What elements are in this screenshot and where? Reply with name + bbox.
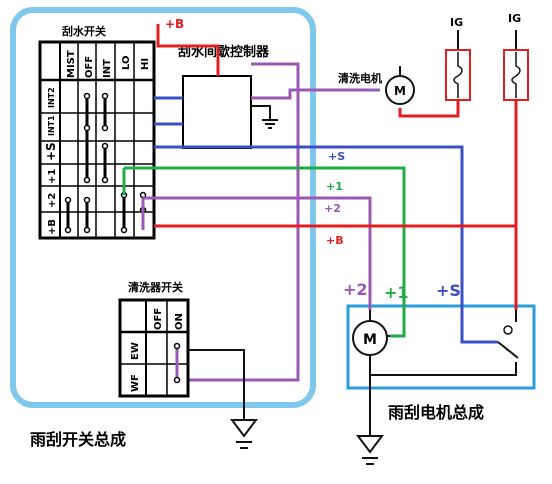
switch-col-lo: LO bbox=[121, 55, 132, 70]
switch-col-off: OFF bbox=[84, 56, 95, 78]
ig-right-label: IG bbox=[508, 12, 521, 25]
wire-washer-ground bbox=[188, 349, 245, 420]
switch-row-s: +S bbox=[44, 142, 58, 161]
wire-label-b: +B bbox=[326, 234, 344, 247]
terminal-label-s: +S bbox=[436, 281, 461, 300]
switch-row-b: +B bbox=[47, 219, 58, 235]
plus-b-top-label: +B bbox=[165, 17, 184, 31]
wire-purple-plus-2 bbox=[143, 196, 372, 310]
washer-motor-letter: M bbox=[394, 84, 406, 98]
washer-ground-icon bbox=[230, 419, 258, 449]
switch-contact-dots bbox=[64, 92, 147, 234]
wire-label-1: +1 bbox=[326, 180, 343, 193]
washer-row-wf: WF bbox=[130, 374, 141, 392]
wiper-switch-matrix: MIST OFF INT LO HI INT2 INT1 +S +1 +2 +B bbox=[38, 40, 156, 240]
wiper-park-switch-cam bbox=[503, 325, 513, 335]
wiper-switch-assembly-title: 雨刮开关总成 bbox=[30, 430, 126, 449]
terminal-label-1: +1 bbox=[384, 283, 409, 302]
wiper-motor-ground-icon bbox=[356, 435, 384, 465]
intermittent-controller-label: 刮水间歇控制器 bbox=[178, 44, 270, 60]
wire-label-2: +2 bbox=[324, 202, 341, 215]
switch-col-hi: HI bbox=[140, 58, 151, 70]
washer-motor-symbol bbox=[385, 75, 415, 105]
washer-switch-label: 清洗器开关 bbox=[128, 280, 183, 294]
wire-label-s: +S bbox=[328, 150, 345, 163]
ig-left-fuse-icon bbox=[453, 52, 463, 98]
washer-switch-matrix: OFF ON EW WF bbox=[118, 298, 190, 398]
switch-row-int1: INT1 bbox=[47, 115, 56, 136]
ig-left-label: IG bbox=[450, 16, 463, 29]
wiper-motor-internal-bus bbox=[369, 355, 517, 376]
washer-motor-label: 清洗电机 bbox=[338, 71, 382, 85]
wiper-motor-assembly-title: 雨刮电机总成 bbox=[388, 403, 484, 422]
wiper-park-switch-arm bbox=[497, 341, 519, 359]
ig-right-fuse-icon bbox=[511, 52, 521, 98]
terminal-label-2: +2 bbox=[343, 280, 368, 299]
intermittent-controller-box bbox=[182, 75, 252, 149]
wire-red-b-controller bbox=[156, 24, 220, 76]
switch-row-2: +2 bbox=[47, 193, 58, 208]
wiper-motor-letter: M bbox=[363, 332, 377, 348]
controller-ground-icon bbox=[262, 119, 278, 129]
washer-row-ew: EW bbox=[130, 342, 141, 360]
wire-purple-controller-washer-motor bbox=[251, 88, 380, 100]
wires-blue-controller bbox=[154, 96, 183, 149]
switch-col-mist: MIST bbox=[66, 50, 77, 78]
wire-controller-ground bbox=[251, 105, 271, 120]
washer-col-on: ON bbox=[174, 313, 185, 330]
wire-blue-plus-s bbox=[154, 145, 498, 344]
switch-row-int2: INT2 bbox=[47, 87, 56, 108]
washer-col-off: OFF bbox=[153, 308, 164, 330]
switch-contact-links bbox=[66, 96, 126, 230]
wiper-switch-assembly-border bbox=[10, 7, 316, 408]
wire-red-ig-left bbox=[398, 100, 460, 118]
wire-green-plus-1 bbox=[124, 166, 406, 338]
wiper-switch-label: 刮水开关 bbox=[62, 24, 106, 38]
wiper-motor-assembly-border bbox=[346, 304, 536, 390]
switch-row-1: +1 bbox=[47, 169, 58, 184]
switch-col-int: INT bbox=[102, 59, 113, 78]
